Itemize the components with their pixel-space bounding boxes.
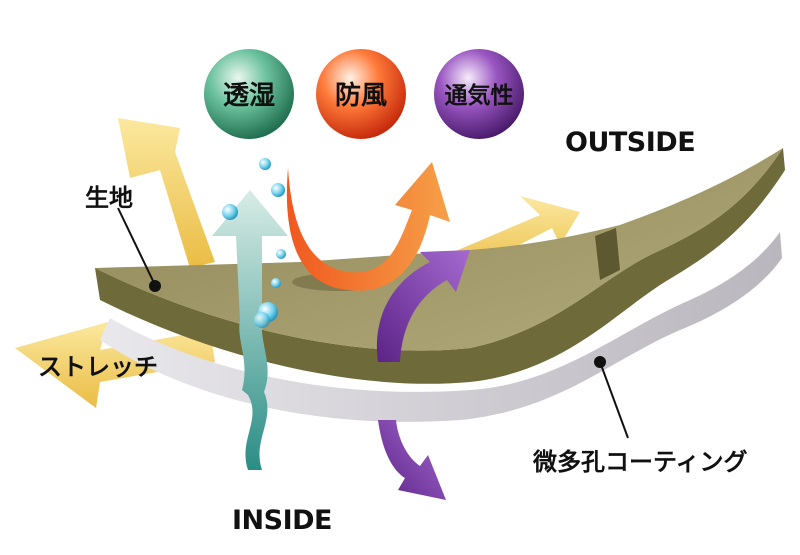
badge-moisture-permeable: 透湿 bbox=[204, 49, 294, 139]
water-drop bbox=[271, 278, 281, 288]
water-drop bbox=[259, 158, 271, 170]
outside-label: OUTSIDE bbox=[565, 127, 695, 158]
ventilation-arrow-lower bbox=[378, 420, 446, 500]
water-drop bbox=[276, 249, 286, 259]
badge-text: 透湿 bbox=[223, 81, 275, 111]
water-drop bbox=[271, 183, 285, 197]
fabric-label: 生地 bbox=[85, 178, 133, 213]
water-drop bbox=[254, 312, 270, 328]
fabric-leader-dot bbox=[149, 280, 161, 292]
inside-label: INSIDE bbox=[232, 505, 332, 536]
badge-text: 通気性 bbox=[445, 82, 514, 109]
stretch-label: ストレッチ bbox=[38, 347, 158, 382]
coating-label: 微多孔コーティング bbox=[533, 442, 748, 477]
badge-windproof: 防風 bbox=[316, 49, 406, 139]
badge-breathability: 通気性 bbox=[434, 49, 524, 139]
badge-text: 防風 bbox=[335, 81, 387, 111]
coating-leader-dot bbox=[594, 356, 606, 368]
coating-leader-line bbox=[600, 362, 628, 438]
water-drop bbox=[222, 204, 238, 220]
